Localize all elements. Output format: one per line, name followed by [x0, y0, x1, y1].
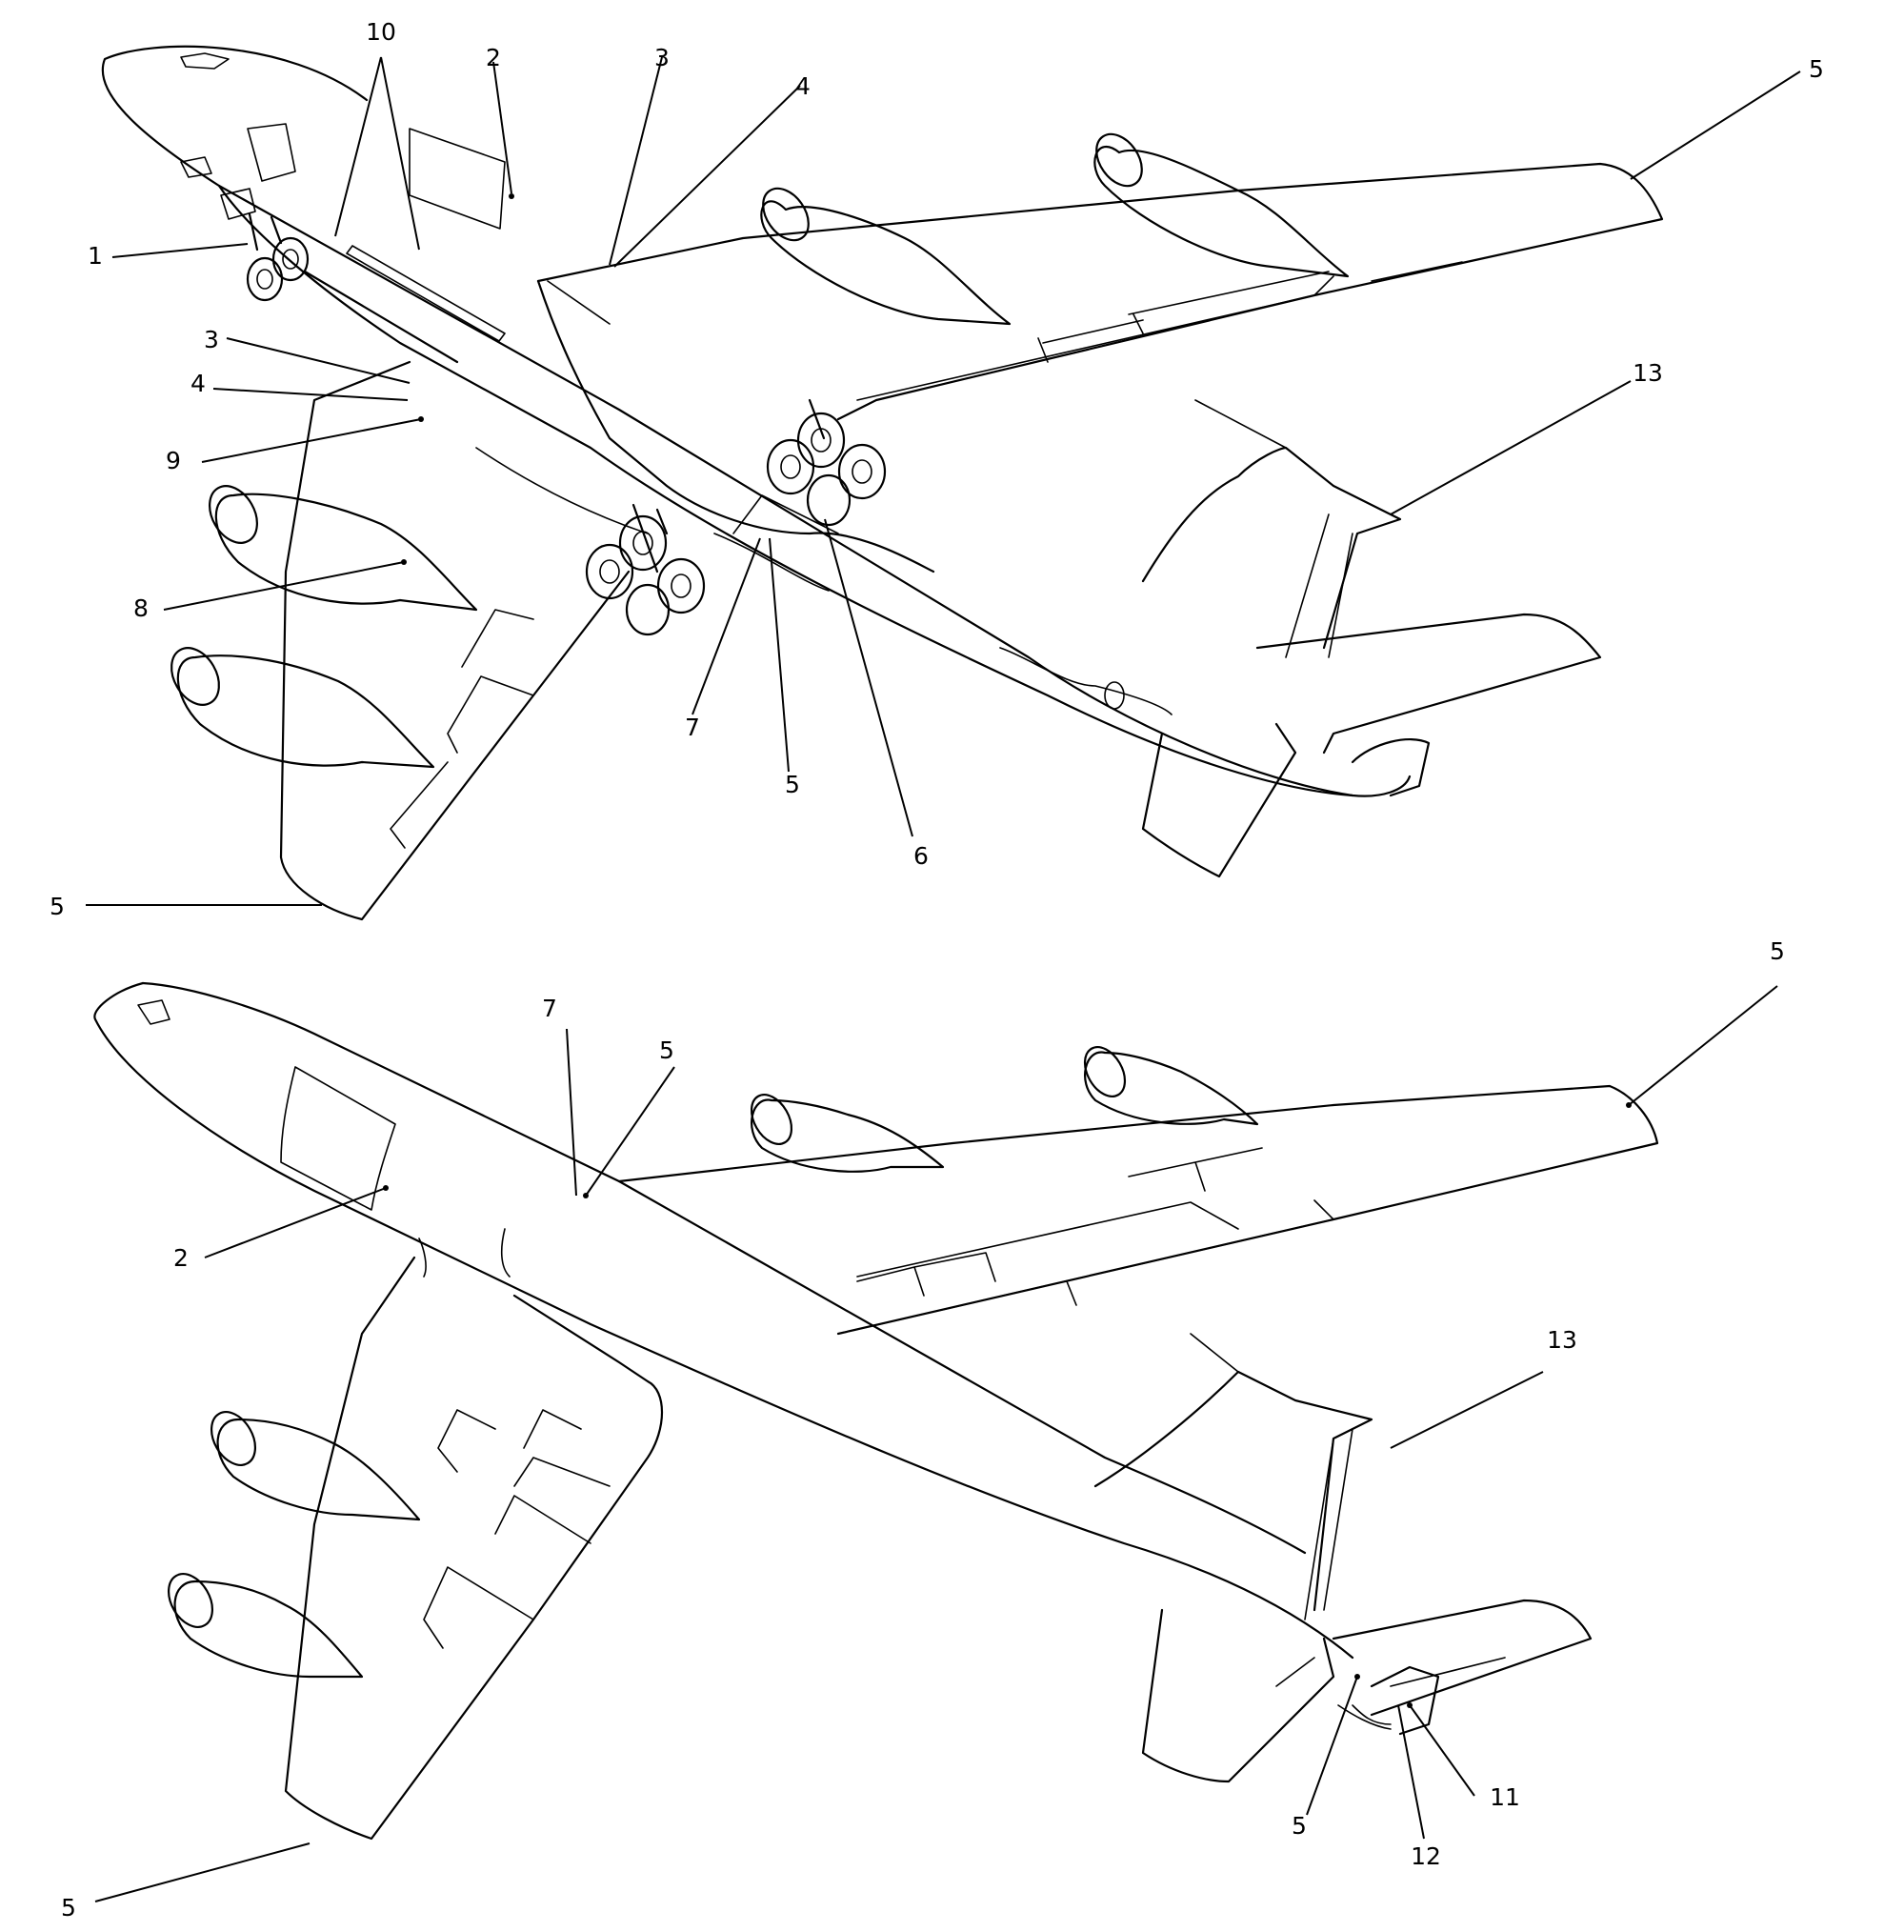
- upper-callouts: 10 2 3 4 5 1 3 4 9 13 8 7 5 6 5: [50, 18, 1824, 920]
- callout-upper-2: 2: [486, 44, 501, 71]
- lower-right-inboard-engine: [750, 1094, 945, 1173]
- callout-upper-8: 8: [133, 594, 149, 622]
- lower-callouts: 5 7 5 2 13 11 5 12 5: [61, 937, 1785, 1922]
- lower-aircraft-view: [93, 981, 1659, 1841]
- upper-left-stabilizer: [1255, 613, 1602, 755]
- upper-leader-lines: [86, 56, 1801, 906]
- callout-lower-5c: 5: [1292, 1812, 1307, 1840]
- upper-left-outboard-engine: [170, 647, 435, 769]
- callout-lower-12: 12: [1411, 1842, 1441, 1870]
- callout-lower-5d: 5: [61, 1894, 76, 1922]
- lower-right-wing: [617, 1084, 1659, 1336]
- callout-lower-2: 2: [173, 1244, 189, 1272]
- callout-upper-5c: 5: [50, 893, 65, 920]
- upper-vertical-fin: [1141, 722, 1297, 878]
- upper-main-gear-left: [585, 503, 706, 636]
- callout-upper-7: 7: [685, 714, 700, 741]
- lower-right-outboard-engine: [1083, 1046, 1259, 1126]
- lower-fuselage: [93, 981, 1354, 1660]
- callout-upper-5b: 5: [785, 771, 800, 798]
- upper-right-wing: [536, 162, 1664, 421]
- callout-upper-1: 1: [88, 242, 103, 270]
- callout-upper-9: 9: [166, 447, 181, 474]
- lower-cargo-door: [280, 1066, 396, 1211]
- callout-upper-4b: 4: [190, 370, 206, 397]
- callout-upper-3b: 3: [204, 326, 219, 353]
- callout-upper-6: 6: [913, 842, 929, 870]
- upper-cargo-door: [409, 128, 506, 230]
- callout-upper-3a: 3: [654, 44, 670, 71]
- lower-left-outboard-engine: [167, 1573, 364, 1679]
- lower-leader-lines: [94, 985, 1778, 1902]
- upper-left-inboard-engine: [209, 485, 478, 612]
- lower-cockpit-window: [137, 999, 170, 1025]
- callout-lower-5b: 5: [659, 1036, 674, 1064]
- upper-left-wing: [279, 360, 631, 921]
- lower-left-inboard-engine: [210, 1411, 421, 1521]
- upper-cockpit-window: [180, 52, 230, 70]
- lower-left-wing: [284, 1256, 664, 1841]
- callout-upper-5a: 5: [1809, 55, 1824, 83]
- callout-lower-5a: 5: [1770, 937, 1785, 965]
- upper-nose-gear: [246, 212, 459, 364]
- callout-lower-11: 11: [1490, 1783, 1520, 1811]
- callout-upper-4a: 4: [795, 72, 811, 100]
- upper-right-outboard-engine: [1093, 132, 1350, 278]
- callout-upper-13: 13: [1633, 359, 1663, 387]
- upper-right-inboard-engine: [760, 187, 1012, 326]
- callout-lower-13: 13: [1547, 1326, 1577, 1354]
- lower-right-stabilizer: [1093, 1370, 1373, 1612]
- callout-lower-7: 7: [542, 995, 557, 1022]
- lower-left-stabilizer: [1332, 1599, 1593, 1717]
- upper-right-stabilizer: [1141, 446, 1402, 650]
- upper-fuselage: [101, 45, 1412, 797]
- lower-vertical-fin: [1141, 1608, 1335, 1783]
- callout-upper-10: 10: [366, 18, 396, 46]
- upper-aircraft-view: [101, 45, 1664, 921]
- upper-main-gear-right: [766, 398, 887, 527]
